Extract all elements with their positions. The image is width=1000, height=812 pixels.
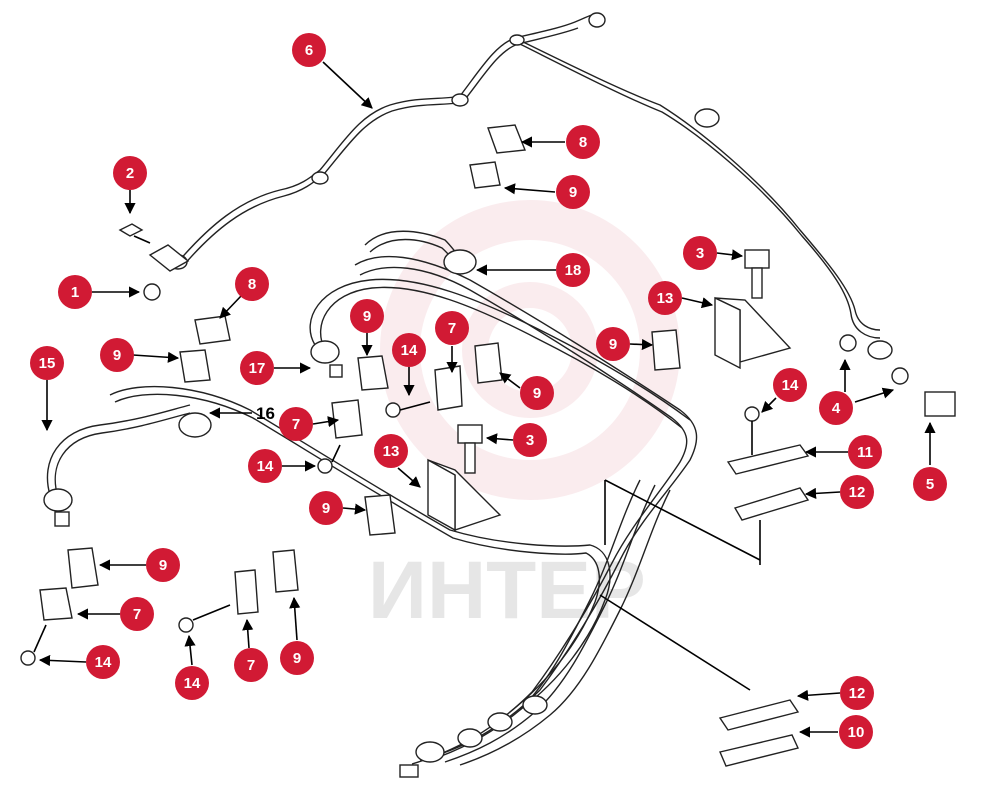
svg-text:6: 6 bbox=[305, 42, 313, 59]
callout-7a[interactable]: 7 bbox=[435, 311, 469, 345]
svg-text:14: 14 bbox=[257, 458, 274, 475]
callout-14d[interactable]: 14 bbox=[175, 666, 209, 700]
leader-13a bbox=[681, 297, 714, 309]
leader-13b bbox=[397, 467, 421, 488]
callout-9e[interactable]: 9 bbox=[520, 376, 554, 410]
leader-arrows bbox=[38, 61, 936, 738]
svg-text:15: 15 bbox=[39, 355, 56, 372]
svg-text:9: 9 bbox=[533, 385, 541, 402]
leader-12b bbox=[796, 689, 841, 701]
leader-9d bbox=[629, 338, 654, 351]
svg-text:14: 14 bbox=[401, 342, 418, 359]
callout-9g[interactable]: 9 bbox=[146, 548, 180, 582]
callout-9b[interactable]: 9 bbox=[100, 338, 134, 372]
callout-14b[interactable]: 14 bbox=[248, 449, 282, 483]
svg-text:13: 13 bbox=[657, 290, 674, 307]
leader-6 bbox=[322, 61, 373, 109]
svg-text:14: 14 bbox=[782, 377, 799, 394]
leader-9a bbox=[503, 183, 556, 195]
svg-text:7: 7 bbox=[292, 416, 300, 433]
svg-text:1: 1 bbox=[71, 284, 79, 301]
leader-9b bbox=[132, 351, 180, 363]
leader-3a bbox=[716, 249, 744, 261]
callout-9h[interactable]: 9 bbox=[280, 641, 314, 675]
watermark-text: ИНТЕР bbox=[368, 545, 646, 636]
callout-10[interactable]: 10 bbox=[839, 715, 873, 749]
svg-text:4: 4 bbox=[832, 400, 841, 417]
svg-text:9: 9 bbox=[113, 347, 121, 364]
svg-text:9: 9 bbox=[609, 336, 617, 353]
callout-7d[interactable]: 7 bbox=[234, 648, 268, 682]
callout-3b[interactable]: 3 bbox=[513, 423, 547, 457]
callout-2[interactable]: 2 bbox=[113, 156, 147, 190]
leader-9h bbox=[289, 596, 301, 641]
callout-14c[interactable]: 14 bbox=[773, 368, 807, 402]
callout-14a[interactable]: 14 bbox=[392, 333, 426, 367]
callout-9c[interactable]: 9 bbox=[350, 299, 384, 333]
callout-12a[interactable]: 12 bbox=[840, 475, 874, 509]
svg-text:8: 8 bbox=[248, 276, 256, 293]
leader-14d bbox=[184, 634, 196, 666]
leader-7b bbox=[312, 416, 340, 428]
callout-5[interactable]: 5 bbox=[913, 467, 947, 501]
leader-4b bbox=[854, 387, 895, 403]
svg-text:12: 12 bbox=[849, 484, 866, 501]
svg-text:5: 5 bbox=[926, 476, 934, 493]
callout-14e[interactable]: 14 bbox=[86, 645, 120, 679]
leader-14c bbox=[761, 397, 777, 413]
callout-7c[interactable]: 7 bbox=[120, 597, 154, 631]
svg-text:7: 7 bbox=[448, 320, 456, 337]
callout-13b[interactable]: 13 bbox=[374, 434, 408, 468]
leak-off-line bbox=[177, 13, 596, 263]
callout-6[interactable]: 6 bbox=[292, 33, 326, 67]
callout-3a[interactable]: 3 bbox=[683, 236, 717, 270]
svg-text:7: 7 bbox=[133, 606, 141, 623]
svg-text:18: 18 bbox=[565, 262, 582, 279]
leader-14e bbox=[38, 654, 87, 667]
injection-pipes bbox=[354, 255, 698, 761]
leader-8b bbox=[219, 294, 243, 319]
callout-12b[interactable]: 12 bbox=[840, 676, 874, 710]
callout-1[interactable]: 1 bbox=[58, 275, 92, 309]
svg-text:2: 2 bbox=[126, 165, 134, 182]
svg-text:3: 3 bbox=[696, 245, 704, 262]
fuel-tubes bbox=[43, 12, 893, 778]
svg-text:9: 9 bbox=[363, 308, 371, 325]
callout-11[interactable]: 11 bbox=[848, 435, 882, 469]
callout-13a[interactable]: 13 bbox=[648, 281, 682, 315]
callout-8a[interactable]: 8 bbox=[566, 125, 600, 159]
svg-text:13: 13 bbox=[383, 443, 400, 460]
label-16: 16 bbox=[256, 404, 275, 423]
callout-15[interactable]: 15 bbox=[30, 346, 64, 380]
svg-text:12: 12 bbox=[849, 685, 866, 702]
leader-9e bbox=[499, 372, 521, 389]
svg-text:10: 10 bbox=[848, 724, 865, 741]
svg-text:11: 11 bbox=[857, 444, 873, 461]
callout-8b[interactable]: 8 bbox=[235, 267, 269, 301]
svg-text:8: 8 bbox=[579, 134, 587, 151]
callout-9f[interactable]: 9 bbox=[309, 491, 343, 525]
svg-text:9: 9 bbox=[159, 557, 167, 574]
callout-4[interactable]: 4 bbox=[819, 391, 853, 425]
svg-text:17: 17 bbox=[249, 360, 266, 377]
callout-18[interactable]: 18 bbox=[556, 253, 590, 287]
svg-text:3: 3 bbox=[526, 432, 534, 449]
callout-9d[interactable]: 9 bbox=[596, 327, 630, 361]
leader-12a bbox=[804, 487, 841, 499]
hardware-parts bbox=[20, 124, 956, 767]
svg-text:14: 14 bbox=[95, 654, 112, 671]
leader-9f bbox=[342, 503, 367, 515]
svg-text:14: 14 bbox=[184, 675, 201, 692]
svg-text:9: 9 bbox=[293, 650, 301, 667]
callout-badges: 1 2 3 3 4 5 6 7 7 7 7 8 8 9 9 9 9 9 9 9 … bbox=[30, 33, 947, 749]
svg-text:9: 9 bbox=[322, 500, 330, 517]
callout-17[interactable]: 17 bbox=[240, 351, 274, 385]
svg-text:7: 7 bbox=[247, 657, 255, 674]
callout-9a[interactable]: 9 bbox=[556, 175, 590, 209]
leader-7d bbox=[242, 618, 254, 649]
svg-text:9: 9 bbox=[569, 184, 577, 201]
callout-7b[interactable]: 7 bbox=[279, 407, 313, 441]
leader-3b bbox=[485, 433, 514, 445]
